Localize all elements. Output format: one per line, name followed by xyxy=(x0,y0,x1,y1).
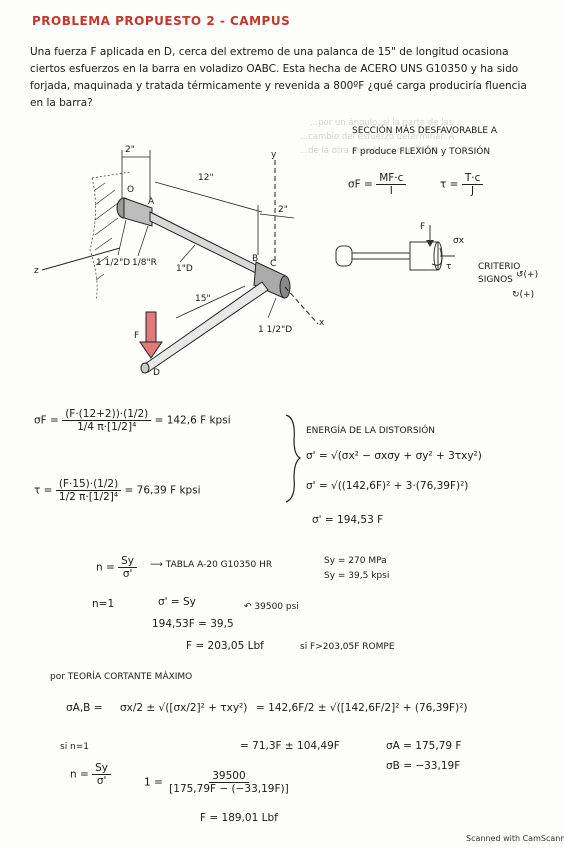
ghost-text-1: ...por un ángulo, si la parte de las xyxy=(310,118,454,128)
sign-cw: ↻(+) xyxy=(512,290,535,300)
signos-label: SIGNOS xyxy=(478,275,513,285)
dim-12: 12" xyxy=(198,173,214,183)
sketch-sigma-label: σx xyxy=(453,236,465,246)
table-reference: ⟶ TABLA A-20 G10350 HR xyxy=(150,560,273,570)
sy-kpsi: Sy = 39,5 kpsi xyxy=(324,571,390,581)
sigma-a-value: σA = 175,79 F xyxy=(386,740,462,752)
energy-formula-2: σ' = √((142,6F)² + 3·(76,39F)²) xyxy=(306,480,469,492)
dim-2-right: 2" xyxy=(278,205,288,215)
equation-194: 194,53F = 39,5 xyxy=(152,618,234,630)
energy-formula-1: σ' = √(σx² − σxσy + σy² + 3τxy²) xyxy=(306,450,482,462)
axis-z-line xyxy=(41,247,121,271)
diameter-label-1: 1 1/2"D xyxy=(96,258,131,268)
point-a-label: A xyxy=(148,197,155,207)
diameter-label-3: 1 1/2"D xyxy=(258,325,293,335)
tresca-equation: 1 = 39500[175,79F − (−33,19F)] xyxy=(144,770,289,795)
tresca-substituted: = 142,6F/2 ± √([142,6F/2]² + (76,39F)²) xyxy=(256,702,468,714)
sketch-f-label: F xyxy=(420,222,426,232)
dimension-lines xyxy=(121,150,295,319)
ghost-text-3: ...de la otra mitad, usando TECA xyxy=(300,146,438,156)
tresca-result: = 71,3F ± 104,49F xyxy=(240,740,340,752)
tresca-heading: por TEORÍA CORTANTE MÁXIMO xyxy=(50,672,193,682)
rupture-note: si F>203,05F ROMPE xyxy=(300,642,395,652)
axis-x-label: x xyxy=(319,318,325,328)
leader-lines xyxy=(117,219,277,319)
sy-mpa: Sy = 270 MPa xyxy=(324,556,387,566)
si-n-1: si n=1 xyxy=(60,742,90,752)
sigma-b-value: σB = −33,19F xyxy=(386,760,461,772)
shaft-oa xyxy=(116,197,153,227)
point-c-label: C xyxy=(270,259,277,269)
tresca-general: σx/2 ± √([σx/2]² + τxy²) xyxy=(120,702,248,714)
axis-z-label: z xyxy=(34,266,39,276)
problem-statement: Una fuerza F aplicada en D, cerca del ex… xyxy=(30,46,527,109)
tresca-lhs: σA,B = xyxy=(66,702,103,714)
dim-15: 15" xyxy=(195,294,211,304)
shaft-ab xyxy=(149,211,263,277)
force-result-2: F = 189,01 Lbf xyxy=(200,812,278,824)
radius-label: 1/8"R xyxy=(132,258,157,268)
axis-x-line xyxy=(284,286,319,325)
ghost-text-2: ...cambio del esfuerzo determinar. A xyxy=(300,132,455,142)
page-title: PROBLEMA PROPUESTO 2 - CAMPUS xyxy=(32,14,291,28)
scanner-watermark: Scanned with CamScanner xyxy=(466,834,564,843)
psi-value: ↶ 39500 psi xyxy=(244,602,299,612)
criterio-label: CRITERIO xyxy=(478,262,521,272)
energy-result: σ' = 194,53 F xyxy=(312,514,384,526)
force-f-label: F xyxy=(134,331,140,341)
sign-ccw: ↺(+) xyxy=(516,270,539,280)
sketch-tau-label: τ xyxy=(446,262,452,272)
n-equals-one: n=1 xyxy=(92,598,115,610)
axis-y-label: y xyxy=(271,150,277,160)
energy-heading: ENERGÍA DE LA DISTORSIÓN xyxy=(306,426,436,436)
point-o-label: O xyxy=(127,185,135,195)
sigma-calculation: σF = (F·(12+2))·(1/2)1/4 π·[1/2]⁴ = 142,… xyxy=(34,408,231,433)
point-b-label: B xyxy=(252,254,259,264)
diameter-label-2: 1"D xyxy=(176,264,193,274)
dim-2-left: 2" xyxy=(125,145,135,155)
force-result-1: F = 203,05 Lbf xyxy=(186,640,264,652)
point-d-label: D xyxy=(153,368,160,378)
force-arrow xyxy=(139,311,163,359)
tau-calculation: τ = (F·15)·(1/2)1/2 π·[1/2]⁴ = 76,39 F k… xyxy=(34,478,201,503)
section-line-2: F produce FLEXIÓN y TORSIÓN xyxy=(352,147,491,157)
section-line-1: SECCIÓN MÁS DESFAVORABLE A xyxy=(352,126,498,136)
wall-hatching xyxy=(89,171,131,301)
sigma-equals-sy: σ' = Sy xyxy=(158,596,196,608)
